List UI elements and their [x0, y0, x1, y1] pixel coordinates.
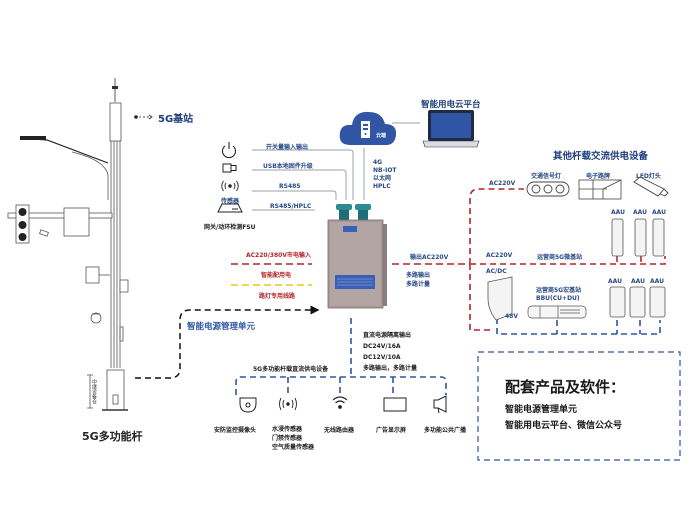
wireless-sensor-icon-bottom: [279, 397, 297, 411]
dc-device-lines: [235, 318, 447, 395]
aau-top-group: [611, 218, 665, 257]
legend-smart-distribution: 智能配用电: [261, 272, 292, 279]
led-lamp-label: LED灯头: [636, 173, 661, 180]
bundle-item: 智能电源管理单元: [505, 405, 578, 415]
comm-link-ethernet: 以太网: [373, 175, 392, 182]
macro-station-line2: BBU(CU+DU): [536, 295, 580, 302]
ac220-mid-label: AC220V: [486, 252, 513, 259]
laptop-icon: [422, 110, 480, 148]
cloud-icon: [339, 111, 397, 145]
ac-distribution-lines: [469, 188, 666, 331]
platform-title: 智能用电云平台: [421, 100, 481, 110]
display-screen-icon: [383, 397, 407, 412]
multi-output-label: 多路输出: [406, 272, 431, 279]
electronic-sign-icon: [578, 179, 622, 200]
power-button-icon: [221, 142, 237, 159]
display-label: 广告显示屏: [376, 427, 407, 434]
acdc-converter-icon: [487, 276, 513, 321]
sensors-label: 水浸传感器 门禁传感器 空气质量传感器: [272, 426, 315, 451]
dc-output-line: DC24V/16A: [363, 343, 401, 350]
power-unit-label: 智能电源管理单元: [187, 322, 256, 332]
dc-output-spec: 直流电源隔离输出 DC24V/16A DC12V/10A 多路输出，多路计量: [363, 330, 417, 374]
gateway-label: 网关/动环检测FSU: [204, 224, 256, 231]
legend-lines: [231, 263, 470, 286]
comm-link-hplc: HPLC: [373, 183, 391, 190]
repeater-cabin-label: 中继设备仓: [91, 379, 97, 404]
acdc-label: AC/DC: [486, 268, 507, 275]
usb-drive-icon: [222, 163, 237, 173]
led-lamp-icon: [633, 176, 669, 197]
legend-mains-input: AC220/380V市电输入: [246, 252, 311, 259]
base-station-label: 5G基站: [158, 114, 194, 125]
usb-upgrade-label: USB本地固件升级: [263, 163, 313, 170]
other-ac-title: 其他杆载交流供电设备: [553, 151, 649, 162]
dc-output-line: 多路输出，多路计量: [363, 365, 418, 372]
micro-station-label: 运营商5G微基站: [537, 254, 583, 261]
bbu-icon: [527, 305, 587, 319]
wireless-sensor-icon: [221, 180, 239, 192]
ac220-top-label: AC220V: [489, 180, 516, 187]
output-ac-label: 输出AC220V: [410, 254, 449, 261]
loudspeaker-icon: [433, 395, 447, 414]
sensor-label: 传感器: [221, 198, 240, 205]
multi-output-labels: 多路输出 多路计量: [406, 271, 430, 289]
rs485-label: RS485: [279, 183, 301, 190]
comm-link-4g: 4G: [373, 159, 383, 166]
pole-to-unit-arrow: [135, 305, 320, 379]
bundle-item: 智能用电云平台、微信公众号: [505, 421, 623, 431]
aau-label: AAU: [608, 278, 622, 285]
comm-link-nbiot: NB-IOT: [373, 167, 397, 174]
traffic-light-icon: [526, 181, 570, 197]
dc-devices-title: 5G多功能杆载直流供电设备: [253, 366, 329, 373]
traffic-light-label: 交通信号灯: [531, 173, 562, 180]
bundle-box: [477, 351, 681, 461]
switch-io-label: 开关量输入输出: [266, 144, 309, 151]
power-management-unit[interactable]: [327, 204, 387, 309]
e-sign-label: 电子路牌: [586, 173, 611, 180]
pole-label: 5G多功能杆: [82, 430, 143, 443]
wifi-icon: [332, 396, 348, 409]
router-label: 无线路由器: [324, 427, 355, 434]
broadcast-label: 多功能公共广播: [424, 427, 467, 434]
gateway-device-icon: [217, 203, 243, 213]
dc-output-line: 直流电源隔离输出: [363, 332, 412, 339]
aau-label: AAU: [633, 209, 647, 216]
aau-label: AAU: [652, 209, 666, 216]
dc-48v-lines: [496, 318, 661, 335]
comm-links: 4G NB-IOT 以太网 HPLC: [373, 159, 397, 191]
base-station-pointer: [134, 114, 153, 120]
smart-pole-illustration: [7, 78, 129, 411]
input-connection-lines: [252, 122, 420, 211]
multi-metering-label: 多路计量: [406, 281, 431, 288]
dc-output-line: DC12V/10A: [363, 354, 401, 361]
bundle-title: 配套产品及软件：: [505, 378, 626, 396]
aau-label: AAU: [611, 209, 625, 216]
48v-label: 48V: [505, 313, 518, 320]
aau-label: AAU: [650, 278, 664, 285]
camera-label: 安防监控摄像头: [214, 427, 257, 434]
legend-streetlight-line: 路灯专用线路: [259, 293, 296, 300]
macro-station-line1: 运营商5G宏基站: [536, 287, 582, 294]
camera-icon: [239, 397, 257, 413]
aau-label: AAU: [631, 278, 645, 285]
macro-station-label: 运营商5G宏基站 BBU(CU+DU): [536, 287, 581, 303]
aau-bottom-group: [609, 286, 666, 318]
rs485-hplc-label: RS485/HPLC: [270, 203, 312, 210]
cloud-label: 云端: [376, 133, 387, 139]
